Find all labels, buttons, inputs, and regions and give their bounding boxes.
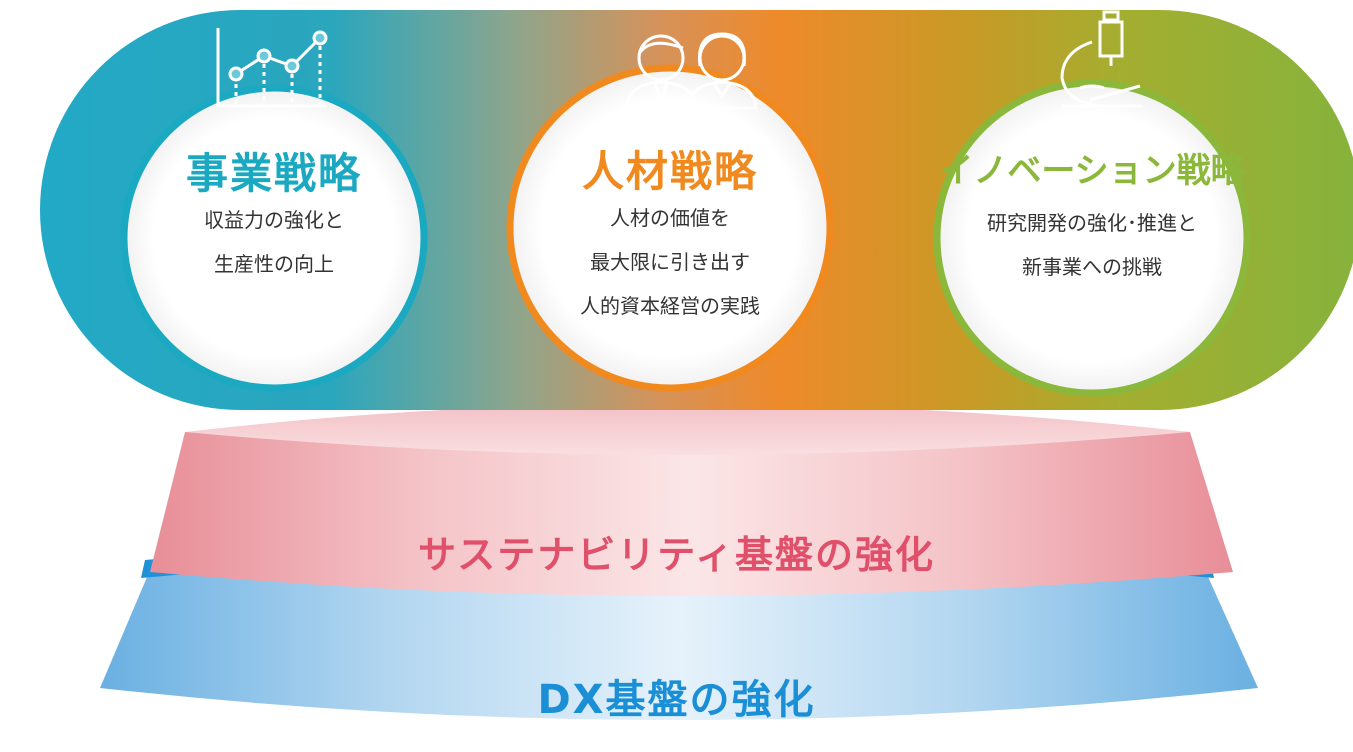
pillar-desc-line: 新事業への挑戦	[1022, 255, 1162, 279]
microscope-icon	[1060, 10, 1142, 108]
pillar-desc-line: 最大限に引き出す	[590, 250, 750, 274]
line-chart-icon	[216, 28, 328, 108]
people-icon	[624, 32, 758, 110]
dx-label: DX基盤の強化	[537, 677, 816, 723]
pillar-desc-line: 生産性の向上	[214, 252, 334, 276]
pillar-desc-line: 収益力の強化と	[204, 208, 344, 232]
innovation-strategy-circle	[933, 79, 1251, 397]
pillar-desc-line: 研究開発の強化･推進と	[987, 211, 1197, 235]
sustainability-foundation	[150, 403, 1233, 596]
pillar-title: 人材戦略	[581, 147, 758, 196]
innovation-strategy-content: イノベーション戦略 研究開発の強化･推進と 新事業への挑戦	[937, 83, 1247, 393]
business-strategy-circle	[120, 84, 428, 392]
pillar-desc-line: 人材の価値を	[610, 206, 730, 230]
sustainability-label: サステナビリティ基盤の強化	[418, 533, 935, 577]
pillar-title: 事業戦略	[185, 149, 362, 198]
human-strategy-content: 人材戦略 人材の価値を 最大限に引き出す 人的資本経営の実践	[510, 68, 830, 388]
business-strategy-content: 事業戦略 収益力の強化と 生産性の向上	[124, 88, 424, 388]
pillar-title: イノベーション戦略	[939, 151, 1245, 191]
pillar-desc-line: 人的資本経営の実践	[580, 294, 760, 318]
human-strategy-circle	[506, 64, 834, 392]
